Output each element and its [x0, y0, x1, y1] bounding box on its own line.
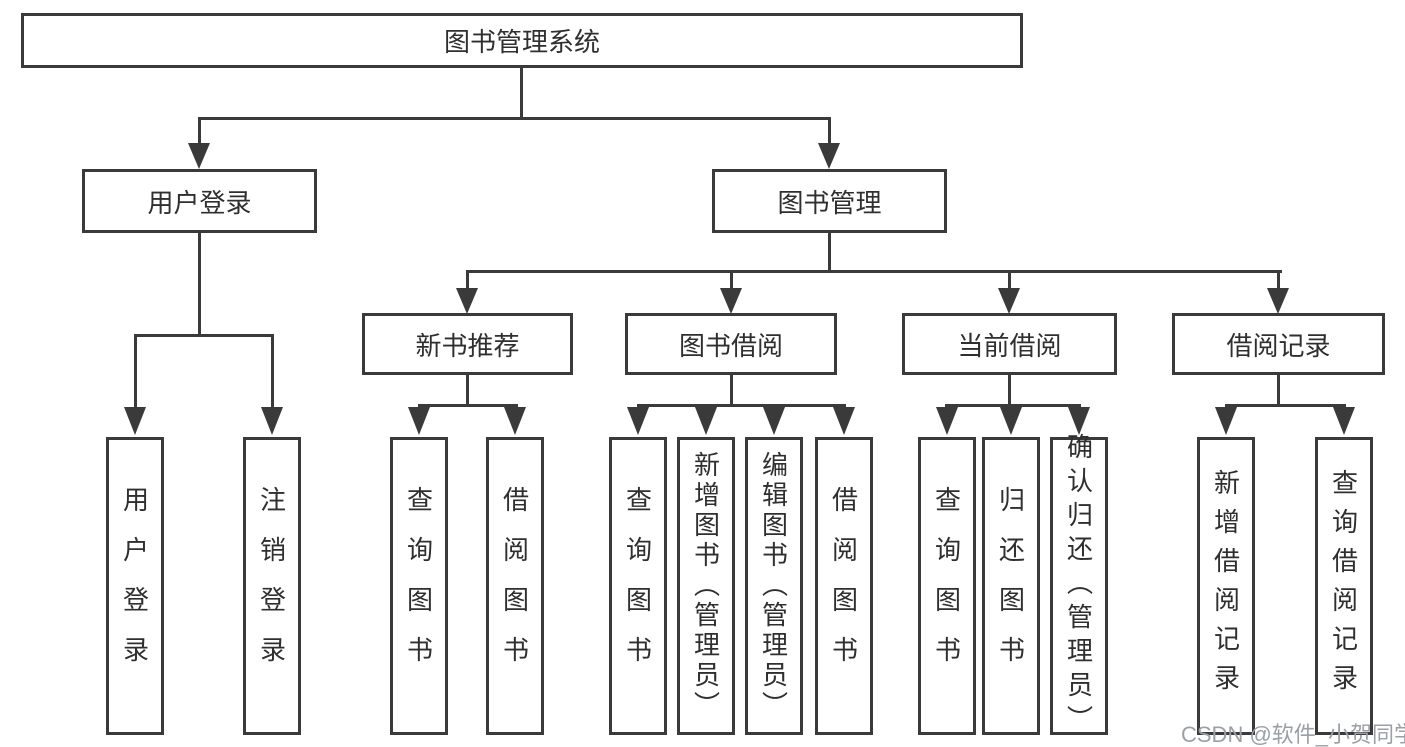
connector-line [828, 233, 831, 272]
node-label: 当前借阅 [957, 330, 1062, 361]
node-label: 确认归还（管理员） [1063, 433, 1094, 739]
leaf-recommend-borrow-books: 借阅图书 [486, 437, 544, 735]
connector-line [1008, 270, 1011, 290]
node-label: 查询图书 [622, 486, 653, 686]
node-label: 新增图书（管理员） [690, 451, 721, 721]
connector-line [198, 117, 201, 145]
connector-line [198, 117, 831, 120]
node-root-library-management-system: 图书管理系统 [21, 13, 1023, 68]
connector-line [1277, 375, 1280, 406]
node-current-borrowing: 当前借阅 [902, 313, 1117, 375]
node-label: 查询借阅记录 [1328, 469, 1359, 703]
csdn-watermark: CSDN @软件_小贺同学 [1181, 722, 1405, 747]
node-label: 注销登录 [256, 486, 287, 686]
node-label: 查询图书 [931, 486, 962, 686]
arrowhead-down-icon [833, 407, 855, 435]
connector-line [466, 270, 469, 290]
arrowhead-down-icon [1215, 407, 1237, 435]
node-label: 新增借阅记录 [1210, 469, 1241, 703]
connector-line [945, 404, 1081, 407]
node-label: 图书管理 [777, 187, 882, 218]
node-label: 归还图书 [995, 486, 1026, 686]
arrowhead-down-icon [408, 407, 430, 435]
arrowhead-down-icon [1267, 288, 1289, 314]
arrowhead-down-icon [627, 407, 649, 435]
arrowhead-down-icon [124, 407, 146, 435]
connector-line [134, 334, 273, 337]
arrowhead-down-icon [1000, 407, 1022, 435]
connector-line [1008, 375, 1011, 406]
connector-line [466, 270, 1282, 273]
node-label: 用户登录 [119, 486, 150, 686]
node-label: 借阅图书 [499, 486, 530, 686]
connector-line [466, 375, 469, 406]
connector-line [730, 375, 733, 406]
connector-line [637, 404, 846, 407]
leaf-logout: 注销登录 [243, 437, 301, 735]
leaf-current-query-books: 查询图书 [918, 437, 976, 735]
arrowhead-down-icon [763, 407, 785, 435]
connector-line [1225, 404, 1346, 407]
node-borrowing-records: 借阅记录 [1172, 313, 1385, 375]
leaf-recommend-query-books: 查询图书 [390, 437, 448, 735]
connector-line [418, 404, 518, 407]
leaf-borrowing-query-books: 查询图书 [609, 437, 667, 735]
connector-line [730, 270, 733, 290]
connector-line [134, 334, 137, 407]
connector-line [1277, 270, 1280, 290]
connector-line [828, 117, 831, 145]
arrowhead-down-icon [720, 288, 742, 314]
node-label: 图书借阅 [678, 330, 783, 361]
arrowhead-down-icon [261, 407, 283, 435]
connector-line [198, 233, 201, 336]
node-label: 图书管理系统 [443, 27, 600, 57]
leaf-borrowing-add-books-admin: 新增图书（管理员） [677, 437, 735, 735]
node-label: 编辑图书（管理员） [758, 451, 789, 721]
arrowhead-down-icon [695, 407, 717, 435]
arrowhead-down-icon [504, 407, 526, 435]
arrowhead-down-icon [1068, 407, 1090, 435]
leaf-user-login: 用户登录 [106, 437, 164, 735]
leaf-records-add-borrow-record: 新增借阅记录 [1197, 437, 1255, 735]
node-book-management-branch: 图书管理 [712, 169, 947, 233]
leaf-borrowing-borrow-books: 借阅图书 [815, 437, 873, 735]
arrowhead-down-icon [1333, 407, 1355, 435]
node-new-book-recommendation: 新书推荐 [362, 313, 573, 375]
node-label: 用户登录 [147, 187, 252, 218]
leaf-current-confirm-return-admin: 确认归还（管理员） [1050, 433, 1108, 739]
arrowhead-down-icon [936, 407, 958, 435]
node-user-login-branch: 用户登录 [82, 169, 317, 233]
node-label: 查询图书 [403, 486, 434, 686]
leaf-borrowing-edit-books-admin: 编辑图书（管理员） [745, 437, 803, 735]
connector-line [271, 334, 274, 407]
node-label: 借阅图书 [828, 486, 859, 686]
leaf-records-query-borrow-record: 查询借阅记录 [1315, 437, 1373, 735]
node-label: 借阅记录 [1226, 330, 1331, 361]
connector-line [520, 68, 523, 119]
node-book-borrowing: 图书借阅 [625, 313, 837, 375]
node-label: 新书推荐 [415, 330, 520, 361]
arrowhead-down-icon [818, 143, 840, 169]
arrowhead-down-icon [456, 288, 478, 314]
arrowhead-down-icon [998, 288, 1020, 314]
arrowhead-down-icon [188, 143, 210, 169]
leaf-current-return-books: 归还图书 [982, 437, 1040, 735]
